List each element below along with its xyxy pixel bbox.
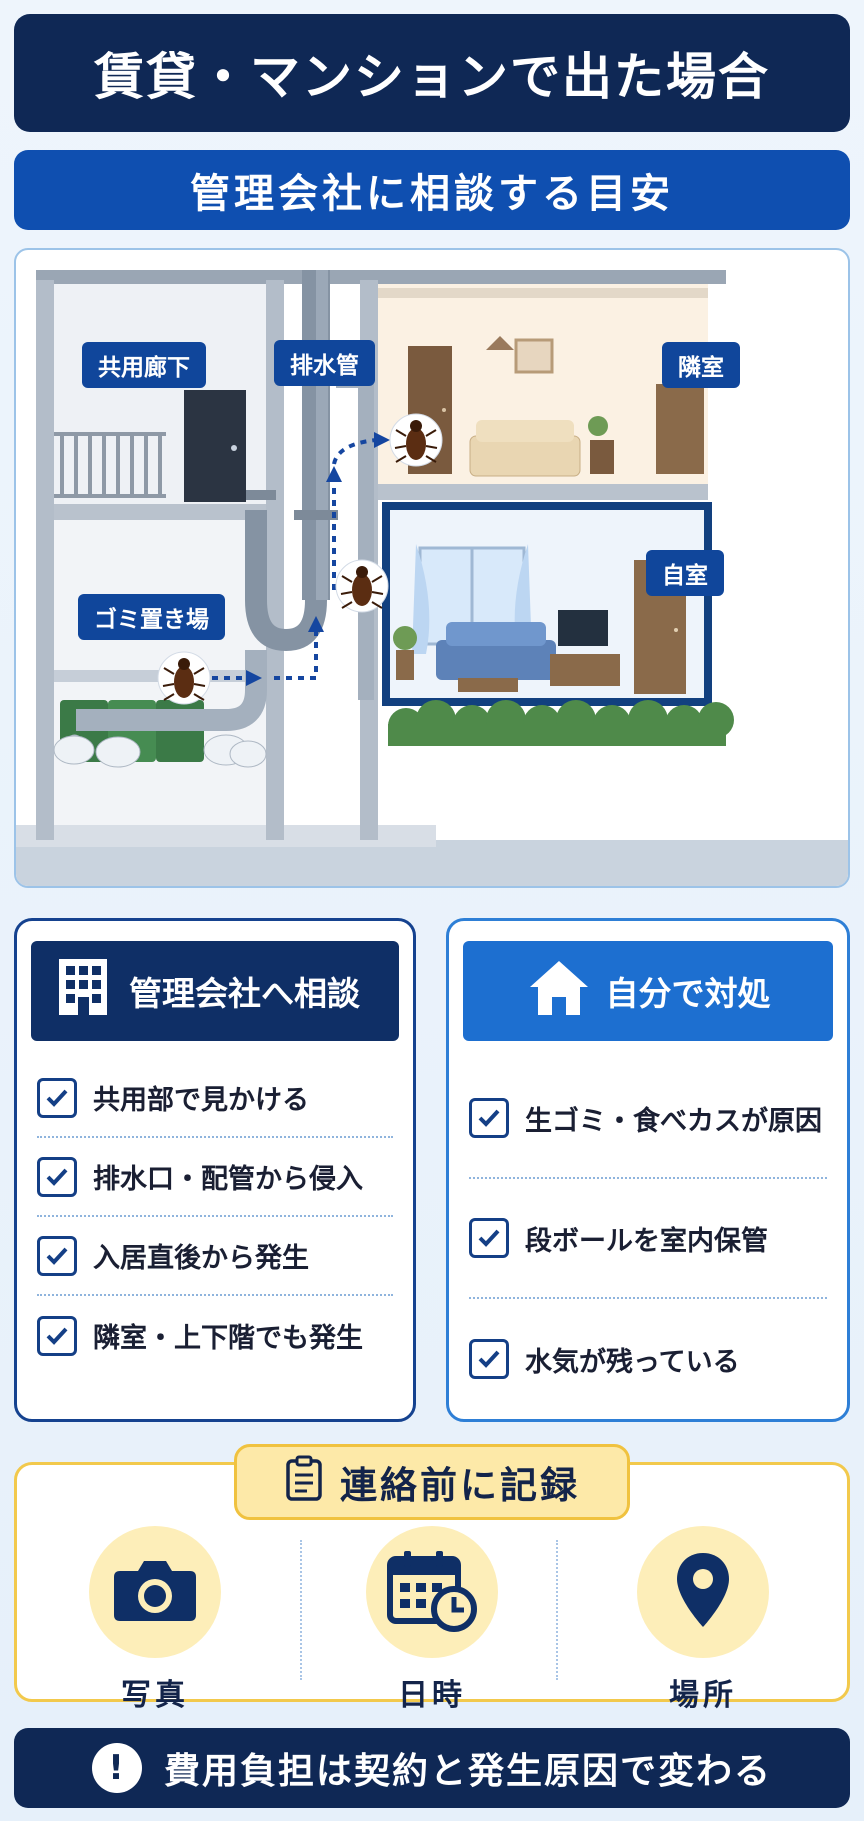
label-garbage-area: ゴミ置き場 (78, 594, 225, 640)
cockroach-icon (157, 651, 211, 705)
cockroach-icon (389, 413, 443, 467)
label-neighbor-room: 隣室 (662, 342, 740, 388)
checkbox-checked-icon (469, 1098, 509, 1138)
camera-icon (112, 1557, 198, 1627)
list-item: 共用部で見かける (37, 1059, 393, 1138)
list-item: 排水口・配管から侵入 (37, 1138, 393, 1217)
self-care-checklist: 生ゴミ・食べカスが原因 段ボールを室内保管 水気が残っている (469, 1059, 827, 1419)
section-subtitle: 管理会社に相談する目安 (14, 150, 850, 230)
calendar-clock-icon (386, 1547, 478, 1637)
cockroach-icon (335, 559, 389, 613)
checkbox-checked-icon (37, 1315, 77, 1356)
management-checklist: 共用部で見かける 排水口・配管から侵入 入居直後から発生 隣室・上下階でも発生 (37, 1059, 393, 1375)
clipboard-icon (284, 1455, 324, 1510)
checkbox-checked-icon (469, 1339, 509, 1379)
divider (300, 1540, 302, 1680)
self-care-header: 自分で対処 (463, 941, 833, 1041)
record-header: 連絡前に記録 (234, 1444, 630, 1520)
management-header: 管理会社へ相談 (31, 941, 399, 1041)
record-item-photo: 写真 (80, 1526, 230, 1714)
checkbox-checked-icon (37, 1235, 77, 1276)
building-icon (51, 955, 115, 1027)
list-item: 水気が残っている (469, 1299, 827, 1419)
building-diagram: 共用廊下 排水管 隣室 ゴミ置き場 自室 (14, 248, 850, 888)
exclamation-icon: ! (91, 1743, 142, 1793)
checkbox-checked-icon (37, 1077, 77, 1118)
checkbox-checked-icon (469, 1218, 509, 1258)
label-own-room: 自室 (646, 550, 724, 596)
list-item: 入居直後から発生 (37, 1217, 393, 1296)
label-drain-pipe: 排水管 (274, 340, 375, 386)
list-item: 隣室・上下階でも発生 (37, 1296, 393, 1375)
page-title: 賃貸・マンションで出た場合 (14, 14, 850, 132)
building-illustration (16, 270, 848, 886)
house-icon (526, 957, 592, 1025)
label-shared-corridor: 共用廊下 (82, 342, 206, 388)
list-item: 段ボールを室内保管 (469, 1179, 827, 1299)
location-pin-icon (674, 1551, 732, 1633)
management-card: 管理会社へ相談 共用部で見かける 排水口・配管から侵入 入居直後から発生 隣室・… (14, 918, 416, 1422)
self-care-card: 自分で対処 生ゴミ・食べカスが原因 段ボールを室内保管 水気が残っている (446, 918, 850, 1422)
checkbox-checked-icon (37, 1156, 77, 1197)
divider (556, 1540, 558, 1680)
corridor-door (184, 390, 246, 502)
record-item-datetime: 日時 (357, 1526, 507, 1714)
footer-note: ! 費用負担は契約と発生原因で変わる (14, 1728, 850, 1808)
record-item-place: 場所 (628, 1526, 778, 1714)
list-item: 生ゴミ・食べカスが原因 (469, 1059, 827, 1179)
